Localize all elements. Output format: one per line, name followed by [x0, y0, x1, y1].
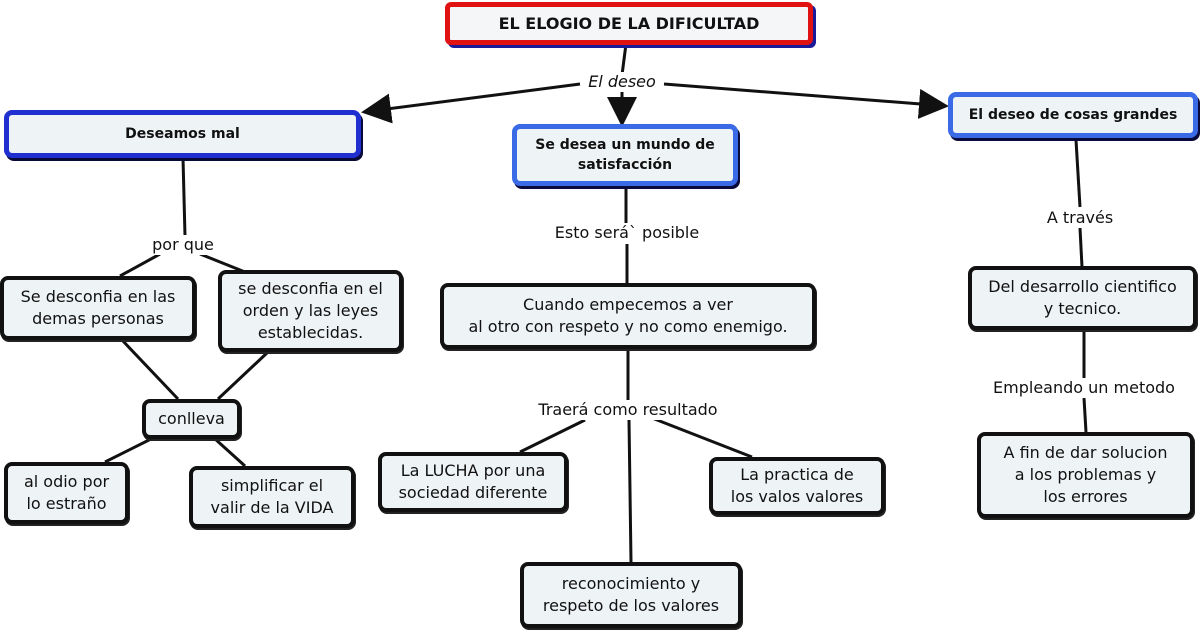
node-fin[interactable]: A fin de dar solucion a los problemas y … [977, 432, 1194, 518]
link-label-traera: Traerá como resultado [535, 400, 721, 420]
node-desarrollo[interactable]: Del desarrollo cientifico y tecnico. [968, 266, 1197, 330]
node-mundo-satisfaccion[interactable]: Se desea un mundo de satisfacción [512, 124, 738, 186]
node-lucha[interactable]: La LUCHA por una sociedad diferente [378, 452, 568, 512]
node-simplificar[interactable]: simplificar el valir de la VIDA [189, 466, 355, 528]
title-text: EL ELOGIO DE LA DIFICULTAD [498, 13, 760, 33]
node-text: El deseo de cosas grandes [968, 107, 1178, 123]
node-text: Deseamos mal [125, 126, 240, 142]
link-label-por-que: por que [149, 235, 217, 255]
link-label-a-traves: A través [1043, 208, 1117, 228]
node-desconfia-orden[interactable]: se desconfia en el orden y las leyes est… [218, 270, 403, 352]
node-desconfia-personas[interactable]: Se desconfia en las demas personas [0, 276, 196, 340]
node-reconocimiento[interactable]: reconocimiento y respeto de los valores [520, 562, 742, 628]
node-conlleva[interactable]: conlleva [142, 399, 241, 439]
link-label-el-deseo: El deseo [585, 72, 659, 92]
link-label-esto-sera: Esto será` posible [551, 223, 703, 243]
arrow-to-cosas [663, 82, 949, 119]
node-cuando-empecemos[interactable]: Cuando empecemos a ver al otro con respe… [440, 283, 816, 349]
title-node[interactable]: EL ELOGIO DE LA DIFICULTAD [445, 2, 813, 45]
node-cosas-grandes[interactable]: El deseo de cosas grandes [948, 92, 1198, 138]
node-practica[interactable]: La practica de los valos valores [709, 457, 885, 515]
node-text: conlleva [158, 409, 225, 428]
node-deseamos-mal[interactable]: Deseamos mal [4, 110, 361, 158]
arrow-to-deseamos [361, 82, 581, 124]
node-odio[interactable]: al odio por lo estraño [4, 462, 129, 524]
link-title-deseo [620, 43, 628, 76]
link-label-empleando: Empleando un metodo [990, 378, 1178, 398]
